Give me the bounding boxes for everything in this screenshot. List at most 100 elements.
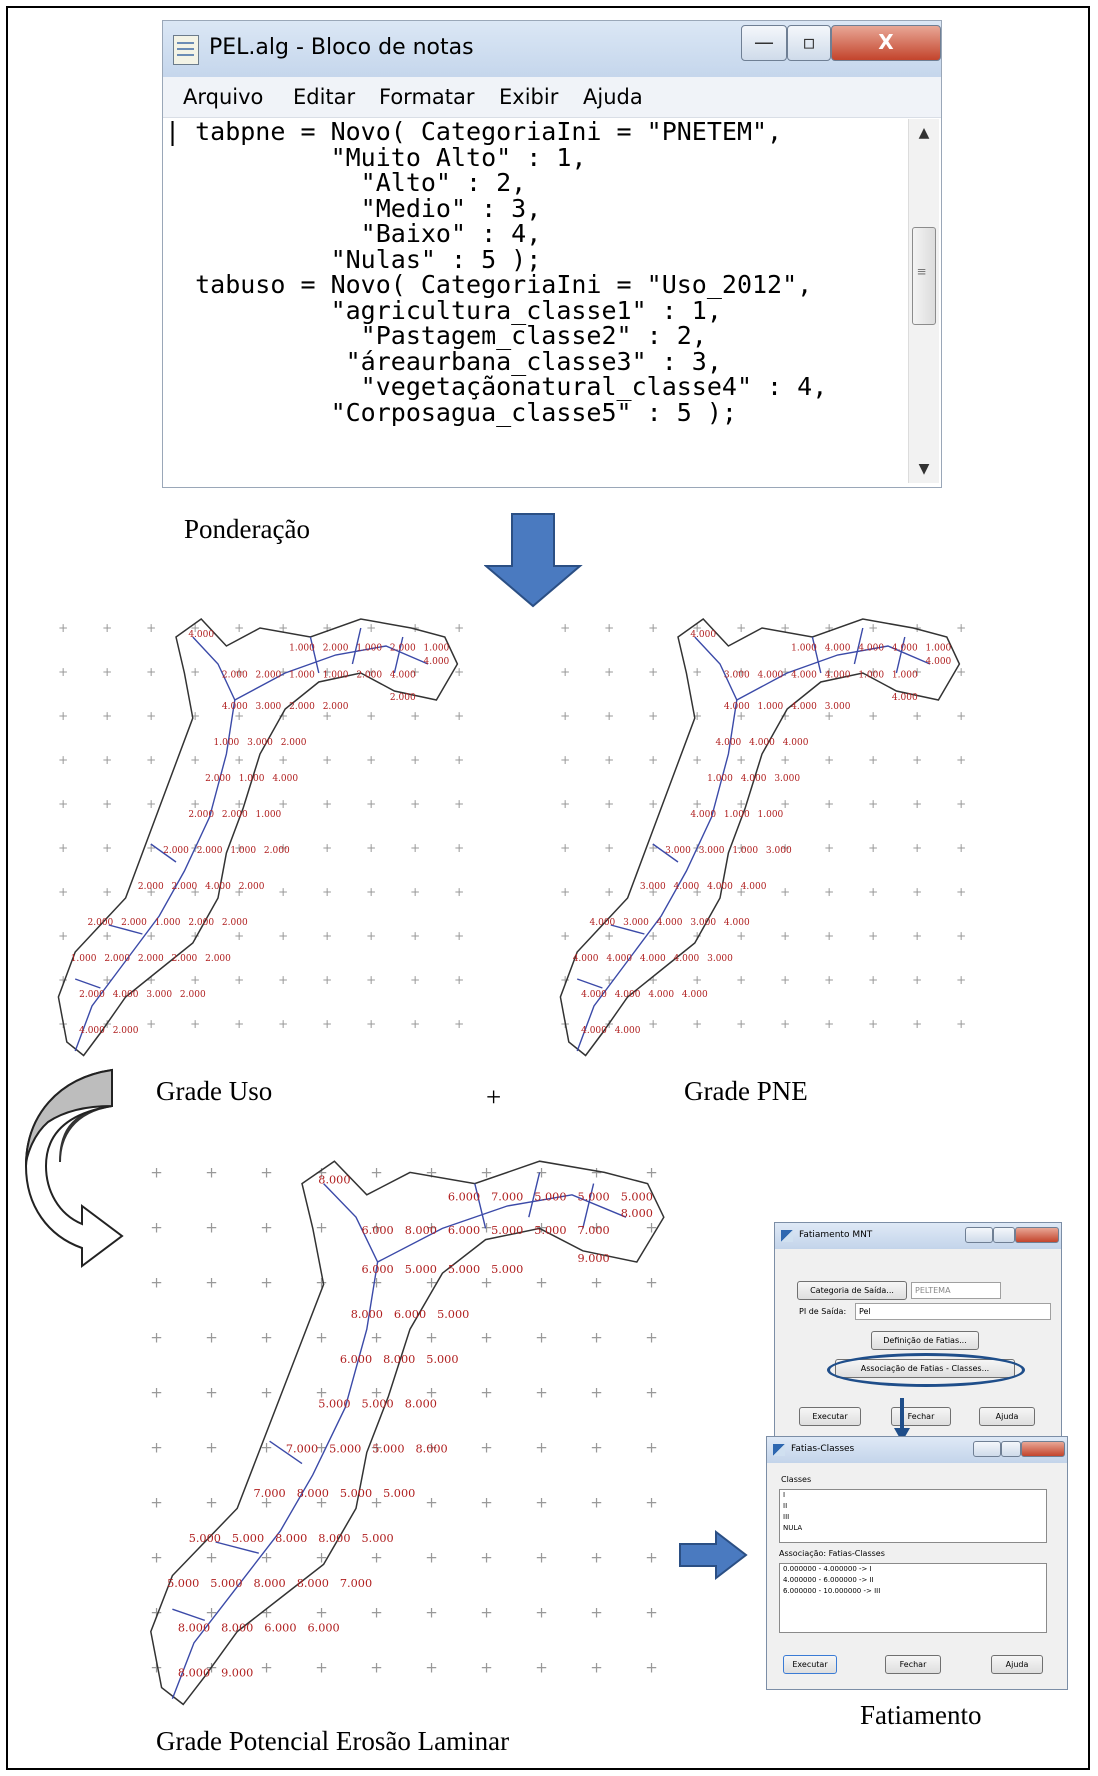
notepad-title: PEL.alg - Bloco de notas: [209, 35, 474, 60]
fatias-close-button[interactable]: [1021, 1441, 1065, 1457]
grid-value-label: 8.000: [297, 1577, 329, 1590]
executar-button[interactable]: Executar: [799, 1407, 861, 1426]
class-item[interactable]: I: [780, 1490, 1046, 1501]
grid-marker: +: [912, 885, 922, 899]
down-arrow-icon: [484, 512, 584, 608]
app-icon: [773, 1444, 785, 1456]
grid-marker: +: [278, 929, 288, 943]
caption-grade-uso: Grade Uso: [156, 1076, 272, 1107]
caption-ponderacao: Ponderação: [184, 514, 310, 545]
grid-marker: +: [604, 665, 614, 679]
grid-value-label: 2.000: [138, 954, 164, 964]
grid-value-label: 1.000: [707, 774, 733, 784]
grid-marker: +: [58, 797, 68, 811]
grid-marker: +: [410, 973, 420, 987]
menu-formatar[interactable]: Formatar: [379, 85, 475, 109]
grid-marker: +: [912, 973, 922, 987]
grid-marker: +: [150, 1494, 163, 1512]
grid-value-label: 4.000: [892, 644, 918, 654]
grid-marker: +: [956, 841, 966, 855]
grid-value-label: 4.000: [791, 671, 817, 681]
grid-value-label: 6.000: [264, 1622, 296, 1635]
pi-saida-label: PI de Saída:: [799, 1307, 846, 1316]
dialog-close-button[interactable]: [1015, 1227, 1059, 1243]
grid-marker: +: [648, 709, 658, 723]
grid-value-label: 4.000: [674, 954, 700, 964]
grid-marker: +: [260, 1659, 273, 1677]
grid-value-label: 8.000: [318, 1174, 350, 1187]
vertical-scrollbar[interactable]: ▲ ▼: [908, 119, 939, 483]
associacao-listbox[interactable]: 0.000000 - 4.000000 -> I 4.000000 - 6.00…: [779, 1563, 1047, 1633]
definicao-fatias-button[interactable]: Definição de Fatias...: [871, 1331, 979, 1350]
scroll-thumb[interactable]: [912, 227, 936, 325]
grid-marker: +: [535, 1384, 548, 1402]
maximize-button[interactable]: ▫: [787, 25, 831, 61]
grid-value-label: 2.000: [390, 693, 416, 703]
code-text[interactable]: | tabpne = Novo( CategoriaIni = "PNETEM"…: [165, 119, 907, 425]
grid-marker: +: [648, 841, 658, 855]
grid-marker: +: [560, 841, 570, 855]
grid-marker: +: [370, 1659, 383, 1677]
grid-value-label: 4.000: [590, 918, 616, 928]
grid-marker: +: [322, 841, 332, 855]
text-editor[interactable]: | tabpne = Novo( CategoriaIni = "PNETEM"…: [165, 119, 907, 483]
close-button[interactable]: X: [831, 25, 941, 61]
menu-editar[interactable]: Editar: [293, 85, 355, 109]
class-item[interactable]: II: [780, 1501, 1046, 1512]
assoc-item[interactable]: 6.000000 - 10.000000 -> III: [780, 1586, 1046, 1597]
grid-marker: +: [454, 885, 464, 899]
scroll-up-icon[interactable]: ▲: [909, 125, 939, 141]
class-item[interactable]: III: [780, 1512, 1046, 1523]
grid-marker: +: [560, 709, 570, 723]
minimize-button[interactable]: —: [741, 25, 787, 61]
grid-value-label: 8.000: [178, 1666, 210, 1679]
dialog-maximize-button[interactable]: [993, 1227, 1015, 1243]
grid-marker: +: [912, 753, 922, 767]
caption-plus: +: [486, 1082, 501, 1113]
grid-value-label: 4.000: [926, 657, 952, 667]
assoc-item[interactable]: 4.000000 - 6.000000 -> II: [780, 1575, 1046, 1586]
grid-value-label: 8.000: [405, 1398, 437, 1411]
grid-value-label: 4.000: [657, 918, 683, 928]
grid-value-label: 1.000: [892, 671, 918, 681]
classes-listbox[interactable]: I II III NULA: [779, 1489, 1047, 1543]
grid-value-label: 8.000: [253, 1577, 285, 1590]
grid-marker: +: [366, 841, 376, 855]
grid-value-label: 8.000: [351, 1308, 383, 1321]
fatiamento-title-bar[interactable]: Fatiamento MNT: [775, 1223, 1061, 1249]
categoria-saida-button[interactable]: Categoria de Saída...: [797, 1281, 907, 1300]
pi-saida-input[interactable]: Pel: [855, 1303, 1051, 1320]
grid-marker: +: [868, 1017, 878, 1031]
menu-arquivo[interactable]: Arquivo: [183, 85, 263, 109]
menu-exibir[interactable]: Exibir: [499, 85, 558, 109]
notepad-title-bar[interactable]: PEL.alg - Bloco de notas — ▫ X: [163, 21, 941, 77]
grid-value-label: 8.000: [383, 1353, 415, 1366]
grid-value-label: 2.000: [88, 918, 114, 928]
grid-marker: +: [410, 929, 420, 943]
grid-value-label: 7.000: [491, 1190, 523, 1203]
grid-marker: +: [366, 929, 376, 943]
class-item[interactable]: NULA: [780, 1523, 1046, 1534]
assoc-item[interactable]: 0.000000 - 4.000000 -> I: [780, 1564, 1046, 1575]
fatias-fechar-button[interactable]: Fechar: [885, 1655, 941, 1674]
fatias-executar-button[interactable]: Executar: [783, 1655, 837, 1674]
fatias-ajuda-button[interactable]: Ajuda: [991, 1655, 1043, 1674]
fatias-minimize-button[interactable]: [973, 1441, 1001, 1457]
scroll-down-icon[interactable]: ▼: [909, 461, 939, 477]
grid-marker: +: [146, 841, 156, 855]
notepad-window: PEL.alg - Bloco de notas — ▫ X Arquivo E…: [162, 20, 942, 488]
ajuda-button[interactable]: Ajuda: [979, 1407, 1035, 1426]
dialog-minimize-button[interactable]: [965, 1227, 993, 1243]
fatias-maximize-button[interactable]: [1001, 1441, 1021, 1457]
categoria-value-field: PELTEMA: [911, 1282, 1001, 1299]
grid-marker: +: [58, 709, 68, 723]
grid-marker: +: [780, 885, 790, 899]
menu-ajuda[interactable]: Ajuda: [583, 85, 643, 109]
grid-marker: +: [645, 1439, 658, 1457]
grid-value-label: 1.000: [289, 644, 315, 654]
grid-value-label: 5.000: [340, 1487, 372, 1500]
fatias-title-bar[interactable]: Fatias-Classes: [767, 1437, 1067, 1463]
grid-value-label: 6.000: [307, 1622, 339, 1635]
grid-marker: +: [480, 1439, 493, 1457]
fatias-title: Fatias-Classes: [791, 1444, 854, 1454]
